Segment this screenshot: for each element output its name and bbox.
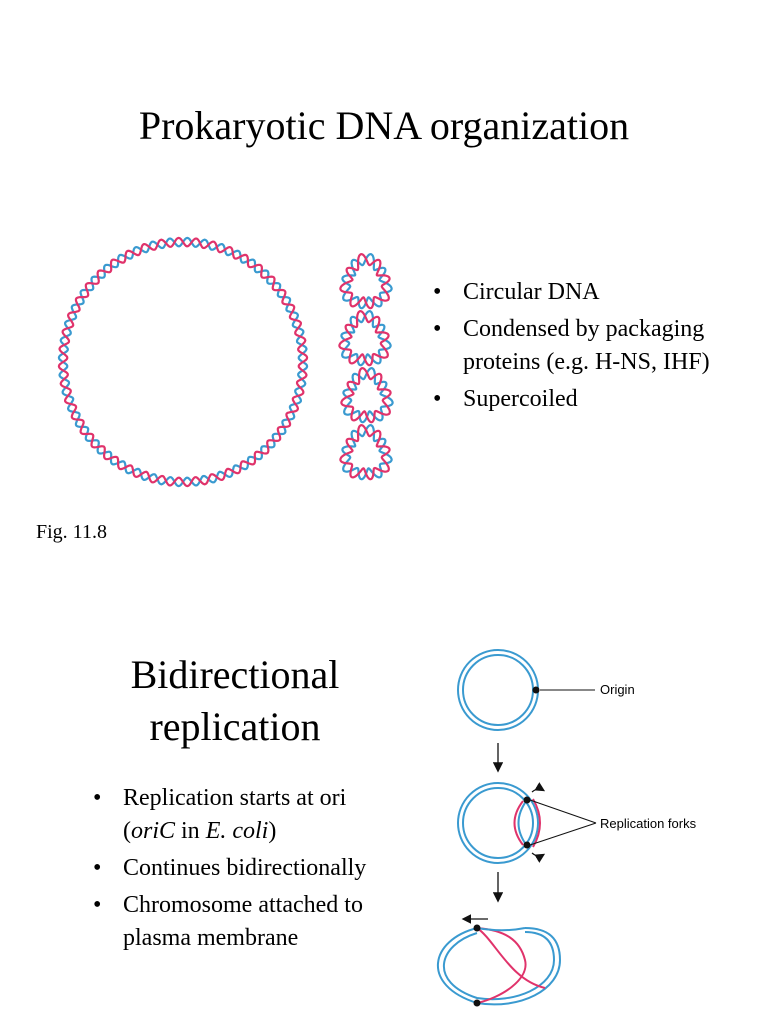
fork-point (473, 924, 481, 932)
supercoil-strand (339, 423, 391, 481)
origin-point (532, 686, 540, 694)
slide2-title: Bidirectional replication (130, 652, 340, 749)
supercoiled-dna (338, 252, 394, 481)
replication-diagram: Origin Replication forks (436, 649, 697, 1007)
bullet-item: •Circular DNA (433, 279, 600, 305)
chromosome-stage-3 (436, 914, 562, 1007)
chromosome-stage-1: Origin (457, 649, 635, 731)
replication-forks-label: Replication forks (600, 816, 697, 831)
bullet-item: •Supercoiled (433, 386, 578, 412)
figure-caption: Fig. 11.8 (36, 521, 107, 543)
relaxed-circular-dna (57, 236, 309, 488)
fork-point (523, 796, 531, 804)
bullet-item: •Chromosome attached to plasma membrane (93, 892, 363, 951)
fork-point (523, 841, 531, 849)
bullet-item: •Condensed by packaging proteins (e.g. H… (433, 316, 710, 375)
bullet-item: •Continues bidirectionally (93, 855, 367, 881)
supercoil-strand (339, 252, 391, 310)
bullet-item: •Replication starts at ori (oriC in E. c… (93, 785, 347, 844)
helix-strand (57, 236, 309, 488)
slide1-bullet-list: •Circular DNA •Condensed by packaging pr… (433, 276, 753, 420)
origin-label: Origin (600, 682, 635, 697)
supercoil-strand (338, 309, 390, 367)
fork-point (473, 999, 481, 1007)
slide1-title: Prokaryotic DNA organization (138, 103, 630, 148)
supercoil-strand (340, 366, 392, 424)
helix-strand (57, 236, 309, 488)
chromosome-stage-2: Replication forks (457, 782, 697, 864)
dna-organization-figure (57, 236, 394, 488)
slide2-bullet-list: •Replication starts at ori (oriC in E. c… (93, 782, 393, 959)
